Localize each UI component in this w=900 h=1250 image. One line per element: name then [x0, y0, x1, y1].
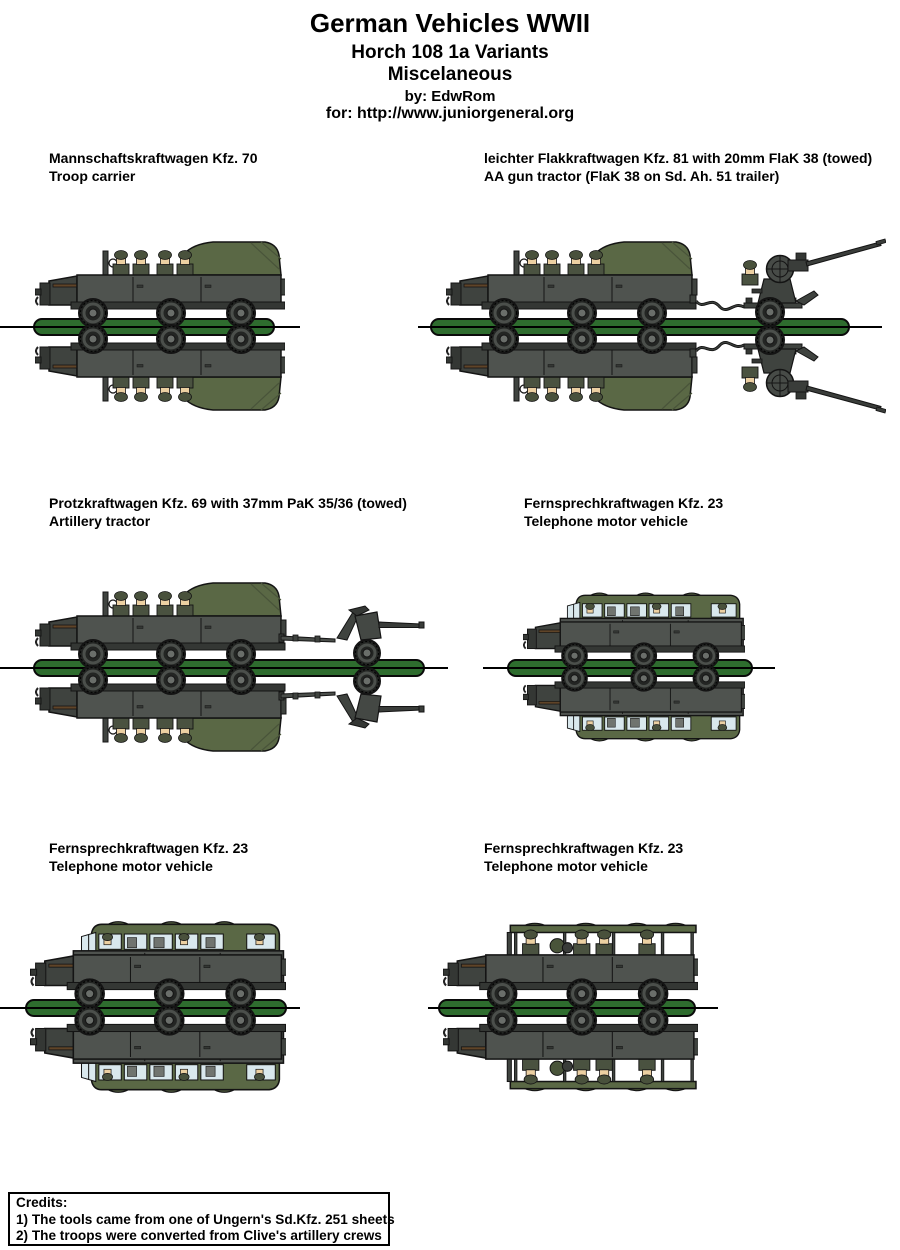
base-stand [507, 659, 753, 677]
vehicle-art [35, 229, 285, 329]
vehicle-art-mirrored [35, 664, 425, 764]
sheet-subtitle: Horch 108 1a Variants [351, 42, 549, 63]
panel-subtitle: Telephone motor vehicle [484, 857, 648, 874]
base-stand [33, 659, 425, 677]
fold-line [418, 326, 882, 328]
page-title: German Vehicles WWII [309, 8, 591, 38]
panel-label-kfz23-c: Fernsprechkraftwagen Kfz. 23 Telephone m… [484, 840, 683, 875]
panel-subtitle: Artillery tractor [49, 512, 151, 529]
base-stand [438, 999, 696, 1017]
base-stand [25, 999, 287, 1017]
panel-title: Mannschaftskraftwagen Kfz. 70 [49, 150, 258, 166]
vehicle-art-mirrored [30, 1004, 286, 1106]
panel-title: Protzkraftwagen Kfz. 69 with 37mm PaK 35… [49, 495, 407, 511]
panel-title: Fernsprechkraftwagen Kfz. 23 [49, 840, 249, 856]
vehicle-art [35, 570, 425, 670]
fold-line [483, 667, 775, 669]
base-stand [33, 318, 275, 336]
credits-heading: Credits: [16, 1195, 68, 1210]
panel-title: Fernsprechkraftwagen Kfz. 23 [524, 495, 724, 511]
panel-label-kfz70: Mannschaftskraftwagen Kfz. 70 Troop carr… [49, 150, 258, 185]
fold-line [428, 1007, 718, 1009]
panel-label-kfz23-b: Fernsprechkraftwagen Kfz. 23 Telephone m… [49, 840, 248, 875]
vehicle-art [443, 908, 698, 1010]
vehicle-art [523, 581, 745, 670]
sheet-category: Miscelaneous [387, 64, 513, 85]
panel-title: leichter Flakkraftwagen Kfz. 81 with 20m… [484, 150, 873, 166]
credits-line: 2) The troops were converted from Clive'… [16, 1228, 382, 1243]
fold-line [0, 1007, 300, 1009]
credits-box: Credits: 1) The tools came from one of U… [8, 1192, 395, 1246]
vehicle-art-mirrored [523, 664, 745, 753]
vehicle-art-mirrored [443, 1004, 698, 1106]
panel-title: Fernsprechkraftwagen Kfz. 23 [484, 840, 684, 856]
panel-label-kfz23-a: Fernsprechkraftwagen Kfz. 23 Telephone m… [524, 495, 723, 530]
author-line: by: EdwRom [404, 88, 496, 105]
vehicle-art-mirrored [446, 323, 886, 423]
panel-subtitle: Troop carrier [49, 167, 136, 184]
vehicle-art [30, 908, 286, 1010]
panel-label-kfz69: Protzkraftwagen Kfz. 69 with 37mm PaK 35… [49, 495, 407, 530]
credits-line: 1) The tools came from one of Ungern's S… [16, 1211, 395, 1227]
fold-line [0, 667, 448, 669]
vehicle-art [446, 229, 886, 329]
vehicle-art-mirrored [35, 323, 285, 423]
fold-line [0, 326, 300, 328]
base-stand [430, 318, 850, 336]
panel-subtitle: AA gun tractor (FlaK 38 on Sd. Ah. 51 tr… [484, 167, 780, 184]
site-line: for: http://www.juniorgeneral.org [325, 105, 575, 122]
panel-label-kfz81: leichter Flakkraftwagen Kfz. 81 with 20m… [484, 150, 872, 185]
panel-subtitle: Telephone motor vehicle [524, 512, 688, 529]
panel-subtitle: Telephone motor vehicle [49, 857, 213, 874]
